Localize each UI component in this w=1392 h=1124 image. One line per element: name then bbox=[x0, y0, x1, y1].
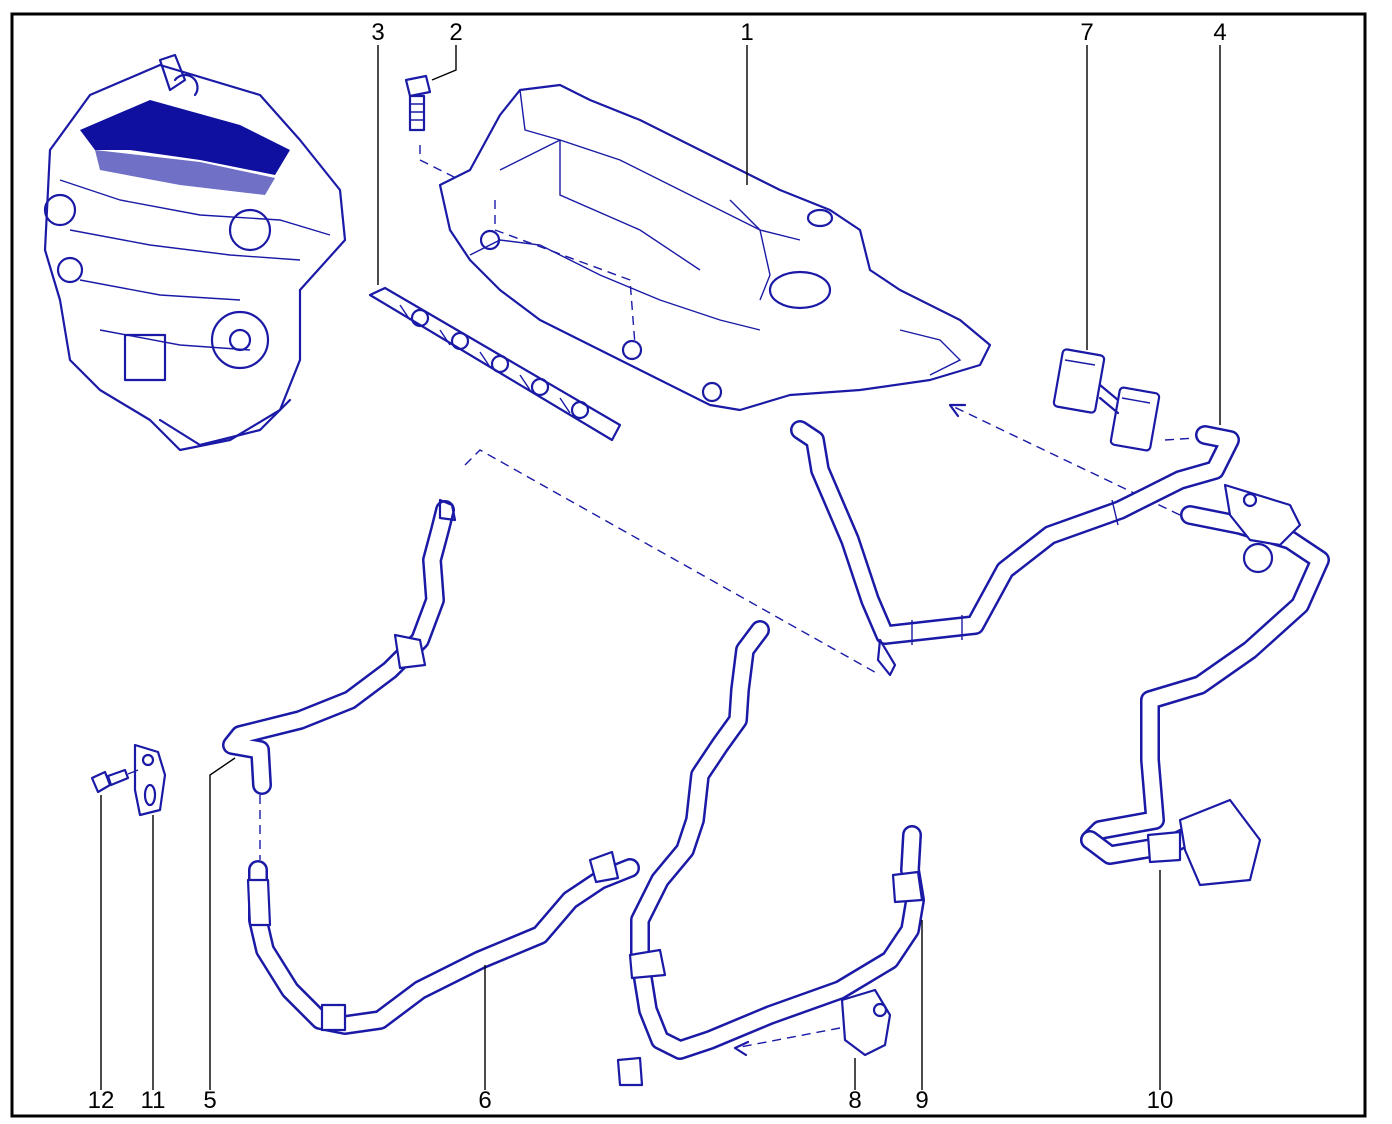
hose-part-9 bbox=[616, 620, 925, 1087]
callout-12: 12 bbox=[88, 1087, 115, 1114]
diagram-frame bbox=[10, 12, 1367, 1118]
callout-2: 2 bbox=[449, 19, 462, 46]
bolt-part-12 bbox=[90, 768, 130, 794]
callout-6: 6 bbox=[478, 1087, 491, 1114]
callout-3: 3 bbox=[371, 19, 384, 46]
arrow-head bbox=[948, 403, 967, 418]
sensor-alignment-line bbox=[1164, 437, 1196, 441]
hose-part-5 bbox=[222, 498, 457, 795]
bracket-part-8 bbox=[840, 988, 892, 1057]
arrow-head bbox=[733, 1040, 750, 1057]
callout-9: 9 bbox=[915, 1087, 928, 1114]
callout-7: 7 bbox=[1080, 19, 1093, 46]
bracket-8-alignment-line bbox=[734, 1027, 841, 1049]
callout-1: 1 bbox=[740, 19, 753, 46]
hose-part-10 bbox=[1080, 483, 1330, 887]
manifold-alignment-line bbox=[494, 200, 636, 346]
callout-11: 11 bbox=[141, 1087, 166, 1114]
hose-part-4 bbox=[790, 420, 1240, 677]
bolt-part-2 bbox=[404, 74, 432, 132]
hose-part-6 bbox=[246, 850, 640, 1035]
engine-overview-illustration bbox=[43, 53, 347, 452]
gasket-part-3 bbox=[368, 286, 622, 442]
leader-lines bbox=[100, 45, 1221, 1090]
bolt-12-alignment-line bbox=[127, 769, 139, 775]
gasket-to-hose-alignment-line bbox=[464, 449, 881, 676]
manifold-cover-part-1 bbox=[438, 83, 992, 412]
bracket-part-11 bbox=[133, 743, 167, 817]
callout-8: 8 bbox=[848, 1087, 861, 1114]
sensor-part-7 bbox=[1052, 348, 1161, 452]
callout-4: 4 bbox=[1213, 19, 1226, 46]
callout-10: 10 bbox=[1147, 1087, 1174, 1114]
callout-5: 5 bbox=[203, 1087, 216, 1114]
hose-4-alignment-line bbox=[949, 404, 1181, 516]
